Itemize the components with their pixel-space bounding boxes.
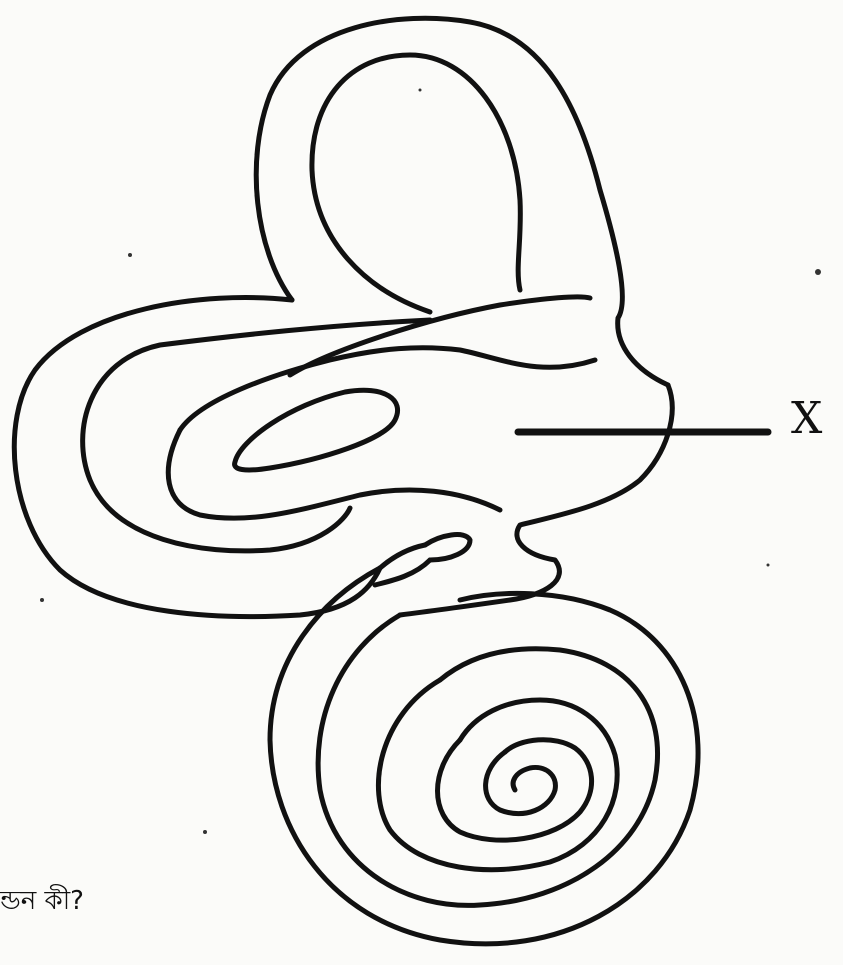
vestibule-notch (425, 535, 470, 560)
lateral-canal-inner-lower (168, 430, 500, 518)
question-fragment: ন্ডন কী? (0, 880, 84, 924)
cochlea-outer-turn (270, 568, 698, 944)
speck (40, 598, 44, 602)
semicircular-canal-inner (312, 55, 520, 312)
speck (767, 564, 770, 567)
speck (815, 269, 821, 275)
ampulla-oval (235, 390, 398, 470)
utricle-inner-band (180, 348, 595, 430)
vestibule-outline (400, 385, 672, 615)
junction-lines (375, 545, 430, 585)
speck (419, 89, 422, 92)
cochlea-inner-turn (486, 752, 556, 814)
speck (128, 253, 132, 257)
label-x: X (791, 393, 822, 444)
cochlea-second-turn (318, 615, 657, 905)
utricle-upper-band (290, 297, 590, 375)
speck (203, 830, 207, 834)
